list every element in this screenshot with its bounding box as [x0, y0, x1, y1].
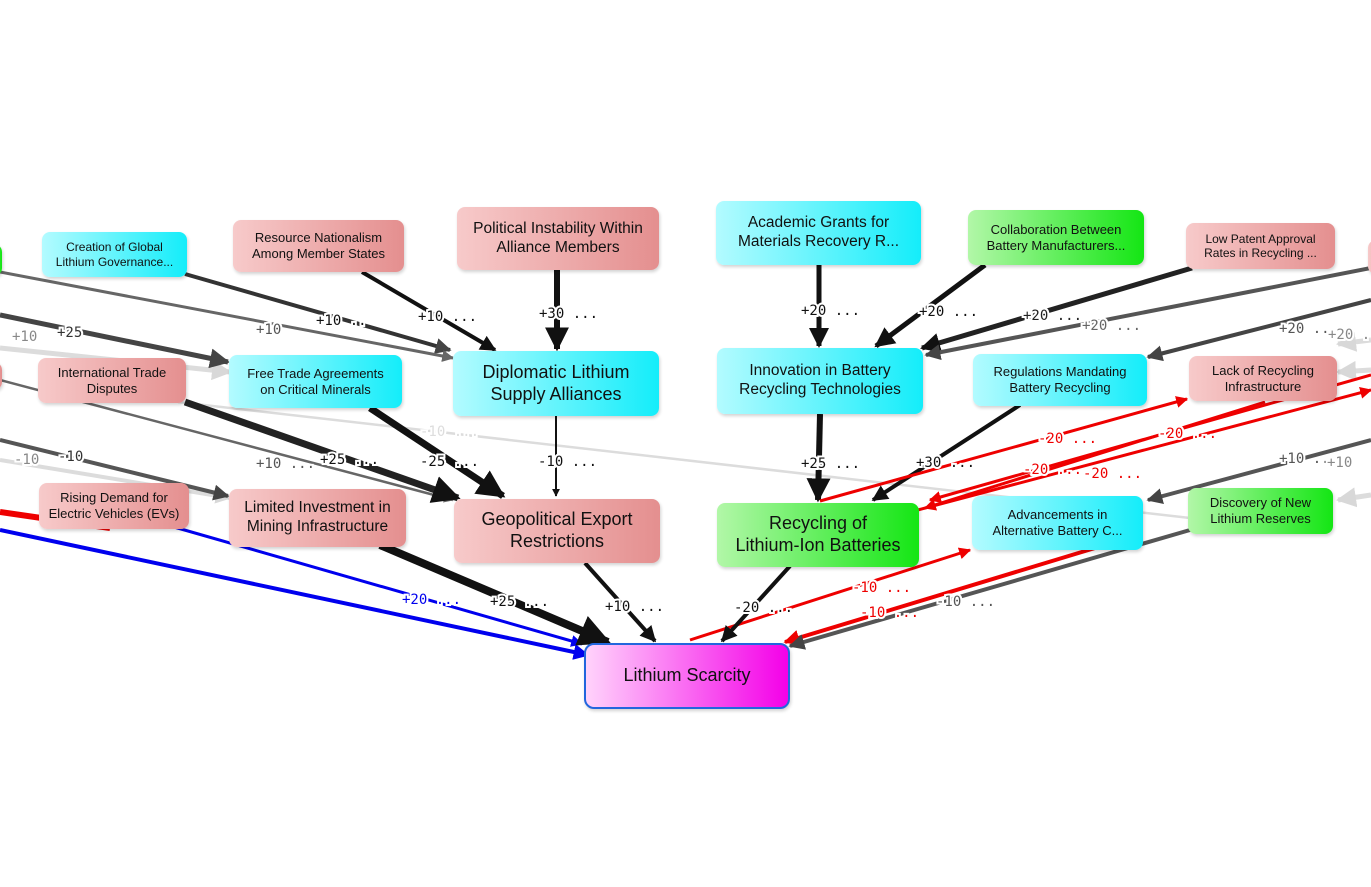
edge — [183, 398, 461, 503]
node-recycling-lithium-ion-batteries[interactable]: Recycling of Lithium-Ion Batteries — [717, 503, 919, 567]
node-lack-of-recycling-infrastructure[interactable]: Lack of Recycling Infrastructure — [1189, 356, 1337, 401]
edge-label: -20 ... — [1023, 462, 1082, 478]
edge — [184, 272, 452, 354]
edge — [720, 564, 792, 643]
edge — [920, 265, 1193, 353]
node-geopolitical-export-restrictions[interactable]: Geopolitical Export Restrictions — [454, 499, 660, 563]
node-advancements-alternative-battery[interactable]: Advancements in Alternative Battery C... — [972, 496, 1143, 550]
edge — [871, 403, 1022, 502]
edge-label: -20 ... — [1158, 426, 1217, 442]
edge — [0, 270, 455, 362]
edge — [1146, 298, 1371, 362]
edge-label: +10 ... — [418, 309, 477, 325]
edge — [583, 561, 657, 643]
edge-label: +10 .. — [316, 313, 367, 329]
offscreen-node-left[interactable] — [0, 244, 2, 276]
edge-label: +20 ... — [1023, 308, 1082, 324]
edge-label: -10 — [58, 449, 83, 465]
edge-label: +10 — [256, 322, 281, 338]
node-lithium-scarcity-target[interactable]: Lithium Scarcity — [584, 643, 790, 709]
edge — [0, 438, 230, 501]
edge-label: -20 ... — [1038, 431, 1097, 447]
edge-faint — [1336, 360, 1371, 381]
edge-faint — [1336, 487, 1371, 508]
edge-label: +25 ... — [320, 452, 379, 468]
edge-red — [879, 386, 1371, 522]
edge — [806, 413, 831, 503]
node-international-trade-disputes[interactable]: International Trade Disputes — [38, 358, 186, 403]
edge-label: +10 ... — [256, 456, 315, 472]
edge-label: +20 ... — [919, 304, 978, 320]
edge-label: -10 — [14, 452, 39, 468]
edge-label: +10 ... — [605, 599, 664, 615]
node-free-trade-agreements[interactable]: Free Trade Agreements on Critical Minera… — [229, 355, 402, 408]
node-creation-of-global-lithium-governance[interactable]: Creation of Global Lithium Governance... — [42, 232, 187, 277]
node-political-instability[interactable]: Political Instability Within Alliance Me… — [457, 207, 659, 270]
node-diplomatic-lithium-supply-alliances[interactable]: Diplomatic Lithium Supply Alliances — [453, 351, 659, 416]
edge — [924, 266, 1371, 361]
edge — [378, 541, 611, 646]
edge-label: -10 ... — [420, 424, 479, 440]
edge-faint — [1336, 331, 1371, 352]
edge-label: +10 — [1327, 455, 1352, 471]
edge-faint — [0, 458, 232, 504]
edge — [368, 405, 506, 499]
node-collaboration-battery-manufacturers[interactable]: Collaboration Between Battery Manufactur… — [968, 210, 1144, 265]
edge-label: +25 ... — [490, 594, 549, 610]
node-limited-investment-mining[interactable]: Limited Investment in Mining Infrastruct… — [229, 489, 406, 547]
edge-label: -20 ... — [1083, 466, 1142, 482]
edge-label: -10 ... — [538, 454, 597, 470]
node-low-patent-approval[interactable]: Low Patent Approval Rates in Recycling .… — [1186, 223, 1335, 269]
edge-label: +10 — [12, 329, 37, 345]
offscreen-node-left[interactable] — [0, 362, 2, 390]
edge-label: +30 ... — [539, 306, 598, 322]
node-regulations-mandating-recycling[interactable]: Regulations Mandating Battery Recycling — [973, 354, 1147, 406]
node-academic-grants[interactable]: Academic Grants for Materials Recovery R… — [716, 201, 921, 265]
edge-label: +30 ... — [916, 455, 975, 471]
edge-label: -10 ... — [936, 594, 995, 610]
edge — [0, 312, 230, 369]
edge-label: -10 ... — [860, 605, 919, 621]
edge-label: +25 — [57, 325, 82, 341]
edge — [1146, 438, 1371, 504]
edge-label: +20 ... — [1082, 318, 1141, 334]
edge-label: +10 ... — [1279, 451, 1338, 467]
edge-label: +20 ... — [402, 592, 461, 608]
node-resource-nationalism[interactable]: Resource Nationalism Among Member States — [233, 220, 404, 272]
edge-label: -25 ... — [420, 454, 479, 470]
edge — [874, 262, 987, 349]
edge-label: -10 ... — [852, 580, 911, 596]
edge-label: -20 ... — [734, 600, 793, 616]
node-discovery-new-lithium-reserves[interactable]: Discovery of New Lithium Reserves — [1188, 488, 1333, 534]
node-rising-demand-evs[interactable]: Rising Demand for Electric Vehicles (EVs… — [39, 483, 189, 529]
edge-label: +20 .. — [1328, 327, 1371, 343]
edge-label: +20 ... — [801, 303, 860, 319]
edge-red — [783, 546, 1096, 646]
edge-label: +20 .. — [1279, 321, 1330, 337]
offscreen-node-right[interactable] — [1368, 240, 1371, 274]
node-innovation-battery-recycling[interactable]: Innovation in Battery Recycling Technolo… — [717, 348, 923, 414]
edge-red — [819, 396, 1189, 503]
edge — [360, 270, 497, 352]
edge-label: +25 ... — [801, 456, 860, 472]
edge-highlight — [0, 528, 590, 660]
